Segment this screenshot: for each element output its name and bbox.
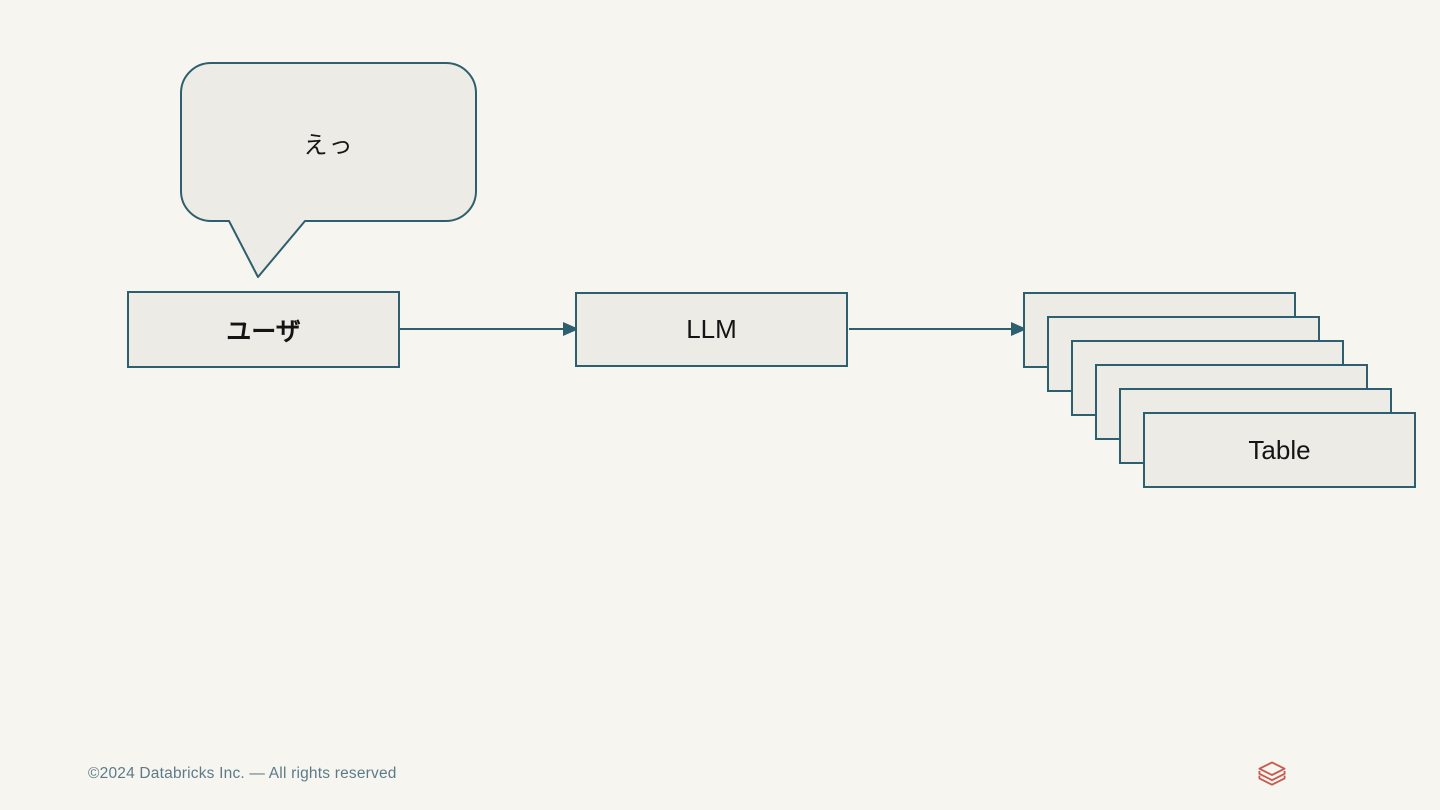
speech-bubble-text: えっ xyxy=(303,131,354,159)
node-llm: LLM xyxy=(575,292,848,367)
node-table: Table xyxy=(1143,412,1416,488)
node-llm-label: LLM xyxy=(686,314,737,344)
node-table-label: Table xyxy=(1248,434,1311,465)
databricks-logo-icon xyxy=(1258,761,1286,786)
node-user: ユーザ xyxy=(127,291,400,368)
node-user-label: ユーザ xyxy=(226,317,301,346)
copyright-text: ©2024 Databricks Inc. — All rights reser… xyxy=(88,765,397,782)
speech-bubble-shape xyxy=(180,62,477,278)
